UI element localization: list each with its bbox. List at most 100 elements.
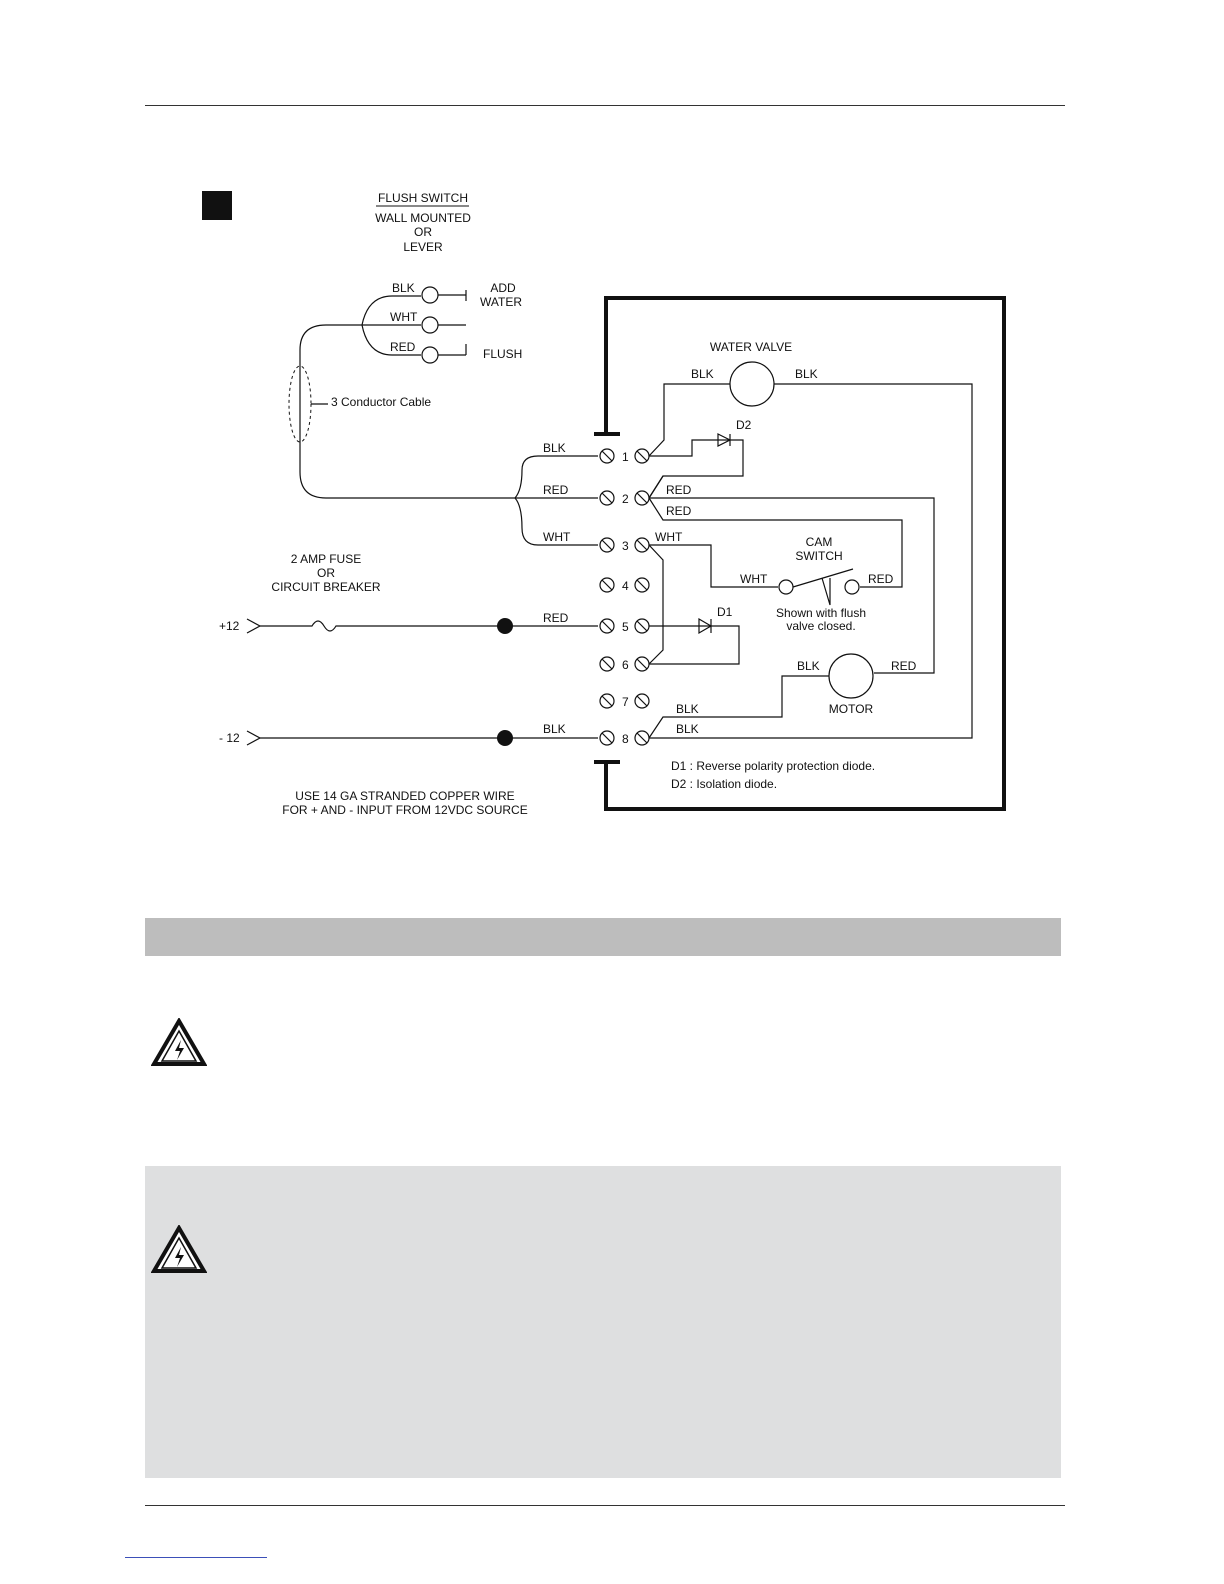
d1-diode-symbol [698, 617, 713, 635]
t3-out-label: WHT [655, 530, 683, 544]
flush-label: FLUSH [483, 347, 522, 361]
t1-in-label: BLK [543, 441, 566, 455]
branch-to-t3 [514, 497, 598, 546]
t2-out-a-label: RED [666, 483, 692, 497]
switch-wire-blk [361, 295, 421, 326]
terminal-number: 8 [622, 732, 629, 746]
t3-wht-wire [649, 544, 778, 588]
flush-switch-line3: LEVER [403, 240, 443, 254]
fuse-label-3: CIRCUIT BREAKER [271, 580, 380, 594]
legend-d1: D1 : Reverse polarity protection diode. [671, 759, 875, 773]
switch-wire-red [361, 324, 421, 356]
add-water-label-2: WATER [480, 295, 522, 309]
water-valve-symbol [729, 361, 775, 407]
warning-note-box [145, 1166, 1061, 1478]
terminal-number: 1 [622, 450, 629, 464]
d1-wire [649, 625, 740, 665]
t2-red-a [648, 475, 664, 499]
t5-in-label: RED [543, 611, 569, 625]
d2-label: D2 [736, 418, 752, 432]
flush-switch-title: FLUSH SWITCH [378, 191, 468, 205]
motor-label: MOTOR [829, 702, 874, 716]
switch-contact-blk [421, 286, 439, 304]
minus12-junction-dot [497, 730, 513, 746]
fuse-label-1: 2 AMP FUSE [291, 552, 361, 566]
motor-blk-wire [648, 675, 829, 739]
terminal-number: 2 [622, 492, 629, 506]
switch-contact-wht [421, 316, 439, 334]
valve-wire-right [649, 383, 973, 739]
cam-red-label: RED [868, 572, 894, 586]
add-water-contact [438, 290, 467, 301]
plus12-junction-dot [497, 618, 513, 634]
electrical-warning-icon [151, 1018, 207, 1066]
minus12-label: - 12 [219, 731, 240, 745]
motor-blk-label: BLK [797, 659, 820, 673]
terminal-8: 8 [599, 730, 650, 746]
flush-switch-line1: WALL MOUNTED [375, 211, 471, 225]
d2-wire [648, 439, 744, 499]
cam-switch-label-1: CAM [806, 535, 833, 549]
wire-note-line1: USE 14 GA STRANDED COPPER WIRE [295, 789, 514, 803]
header-rule [145, 105, 1065, 106]
footer-link-underline[interactable] [125, 1557, 267, 1558]
switch-label-wht: WHT [390, 310, 418, 324]
cam-switch-arm [792, 568, 854, 606]
cam-wht-label: WHT [740, 572, 768, 586]
d2-diode-symbol [717, 433, 732, 447]
motor-red-label: RED [891, 659, 917, 673]
t3-to-t6-link [648, 544, 664, 665]
branch-to-t1 [514, 455, 598, 499]
valve-wire-left [648, 383, 730, 457]
wiring-diagram: FLUSH SWITCH WALL MOUNTED OR LEVER BLK W… [219, 191, 1006, 817]
terminal-number: 5 [622, 620, 629, 634]
t8-out-a-label: BLK [676, 702, 699, 716]
terminal-4: 4 [599, 577, 650, 593]
switch-label-red: RED [390, 340, 416, 354]
cam-switch-label-2: SWITCH [795, 549, 842, 563]
terminal-number: 7 [622, 695, 629, 709]
wire-note-line2: FOR + AND - INPUT FROM 12VDC SOURCE [282, 803, 527, 817]
terminal-3: 3 [599, 537, 650, 553]
enclosure-top [604, 296, 1006, 811]
terminal-6: 6 [599, 656, 650, 672]
t2-red-c [648, 497, 903, 588]
t8-in-label: BLK [543, 722, 566, 736]
terminal-2: 2 [599, 490, 650, 506]
section-marker [202, 191, 232, 220]
plus12-connector [246, 618, 262, 634]
d1-label: D1 [717, 605, 733, 619]
terminal-number: 6 [622, 658, 629, 672]
motor-symbol [828, 653, 874, 699]
fuse-label-2: OR [317, 566, 335, 580]
electrical-warning-icon [151, 1225, 207, 1273]
plus12-wire [260, 620, 598, 632]
t2-in-label: RED [543, 483, 569, 497]
terminal-1: 1 [599, 448, 650, 464]
valve-right-label: BLK [795, 367, 818, 381]
switch-label-blk: BLK [392, 281, 415, 295]
cam-note-line2: valve closed. [786, 619, 855, 633]
cam-contact-left [778, 579, 794, 595]
cam-contact-right [844, 579, 860, 595]
minus12-connector [246, 730, 262, 746]
t2-out-b-label: RED [666, 504, 692, 518]
flush-contact [438, 344, 467, 356]
add-water-label-1: ADD [490, 281, 516, 295]
cable-label: 3 Conductor Cable [331, 395, 431, 409]
terminal-number: 3 [622, 539, 629, 553]
legend-d2: D2 : Isolation diode. [671, 777, 777, 791]
t8-out-b-label: BLK [676, 722, 699, 736]
section-heading-bar [145, 918, 1061, 956]
footer-rule [145, 1505, 1065, 1506]
plus12-label: +12 [219, 619, 240, 633]
terminal-strip: 1 2 3 4 5 6 7 [599, 448, 650, 746]
cam-note-line1: Shown with flush [776, 606, 866, 620]
cable-main [299, 324, 515, 499]
valve-left-label: BLK [691, 367, 714, 381]
terminal-7: 7 [599, 693, 650, 709]
terminal-number: 4 [622, 579, 629, 593]
t2-red-b [649, 497, 935, 674]
terminal-5: 5 [599, 618, 650, 634]
t3-in-label: WHT [543, 530, 571, 544]
